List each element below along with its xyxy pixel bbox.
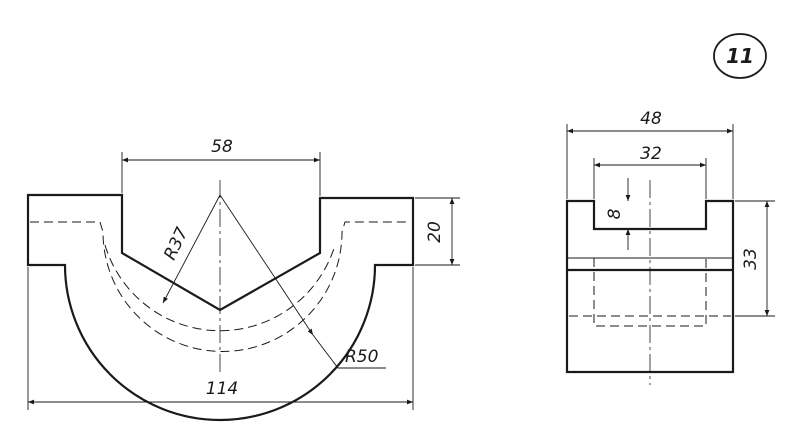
side-view-hidden-slot: [593, 258, 707, 327]
dim-58-label: 58: [211, 137, 233, 157]
front-view-hidden-arc: [30, 221, 410, 352]
dim-r50-label: R50: [345, 347, 378, 367]
side-view: 48 32 8 33: [565, 109, 775, 385]
dim-20-label: 20: [425, 221, 445, 243]
dim-r50-leader: [219, 194, 314, 336]
dim-32-label: 32: [640, 144, 662, 164]
dim-48-label: 48: [640, 109, 662, 129]
side-view-outline: [565, 199, 735, 374]
front-view: 58 20 R37 R50 114: [26, 137, 460, 422]
dim-r50-shelf: [312, 334, 386, 369]
sheet-number-badge: 11: [713, 33, 767, 79]
dim-r37-label: R37: [160, 224, 192, 263]
dim-r37-leader: [162, 194, 221, 304]
sheet-number: 11: [726, 44, 754, 68]
dim-114-label: 114: [206, 379, 238, 399]
dim-33-label: 33: [741, 248, 761, 270]
front-view-outline: [26, 193, 415, 422]
front-view-hidden-inner: [104, 244, 336, 332]
dim-8-label: 8: [605, 208, 625, 219]
